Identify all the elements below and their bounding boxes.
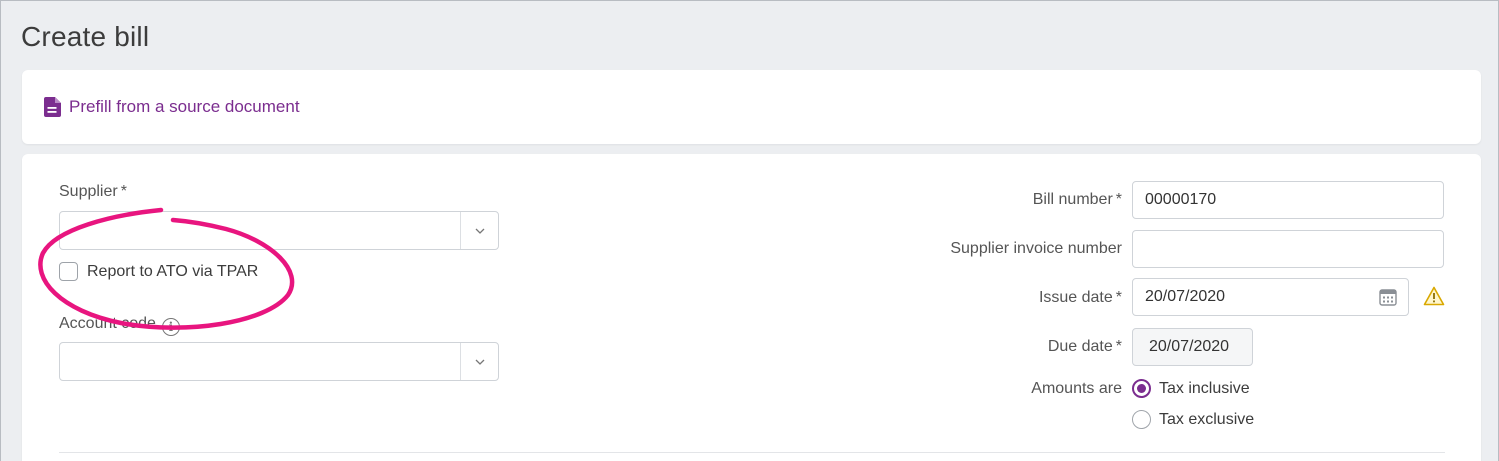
tax-exclusive-option[interactable]: Tax exclusive xyxy=(1132,410,1254,429)
prefill-link[interactable]: Prefill from a source document xyxy=(44,97,300,117)
account-code-select[interactable] xyxy=(59,342,499,381)
due-date-label: Due date* xyxy=(1047,338,1122,355)
tax-exclusive-radio[interactable] xyxy=(1132,410,1151,429)
issue-date-label: Issue date* xyxy=(1038,289,1122,306)
prefill-card: Prefill from a source document xyxy=(22,70,1481,144)
tax-inclusive-radio[interactable] xyxy=(1132,379,1151,398)
supplier-invoice-label: Supplier invoice number xyxy=(950,240,1122,257)
tpar-checkbox-row[interactable]: Report to ATO via TPAR xyxy=(59,262,258,281)
tpar-checkbox[interactable] xyxy=(59,262,78,281)
calendar-icon[interactable] xyxy=(1379,288,1397,306)
page-title: Create bill xyxy=(21,21,150,52)
supplier-label: Supplier* xyxy=(59,183,127,200)
bill-number-input[interactable]: 00000170 xyxy=(1132,181,1444,219)
tpar-label: Report to ATO via TPAR xyxy=(87,262,259,280)
prefill-link-label: Prefill from a source document xyxy=(69,97,300,116)
issue-date-value: 20/07/2020 xyxy=(1145,288,1226,305)
chevron-down-icon[interactable] xyxy=(460,343,498,380)
supplier-invoice-input[interactable] xyxy=(1132,230,1444,268)
due-date-input[interactable]: 20/07/2020 xyxy=(1132,328,1253,366)
section-divider xyxy=(59,452,1445,453)
document-icon xyxy=(44,97,61,117)
tax-inclusive-label: Tax inclusive xyxy=(1159,379,1250,397)
bill-form-card: Supplier* Report to ATO via TPAR Account… xyxy=(22,154,1481,461)
info-icon[interactable]: i xyxy=(161,318,180,336)
tax-inclusive-option[interactable]: Tax inclusive xyxy=(1132,379,1250,398)
tax-exclusive-label: Tax exclusive xyxy=(1159,410,1255,428)
warning-icon xyxy=(1423,286,1445,306)
bill-number-label: Bill number* xyxy=(1032,191,1122,208)
chevron-down-icon[interactable] xyxy=(460,212,498,249)
amounts-are-label: Amounts are xyxy=(1031,380,1122,397)
supplier-select[interactable] xyxy=(59,211,499,250)
issue-date-input[interactable]: 20/07/2020 xyxy=(1132,278,1409,316)
